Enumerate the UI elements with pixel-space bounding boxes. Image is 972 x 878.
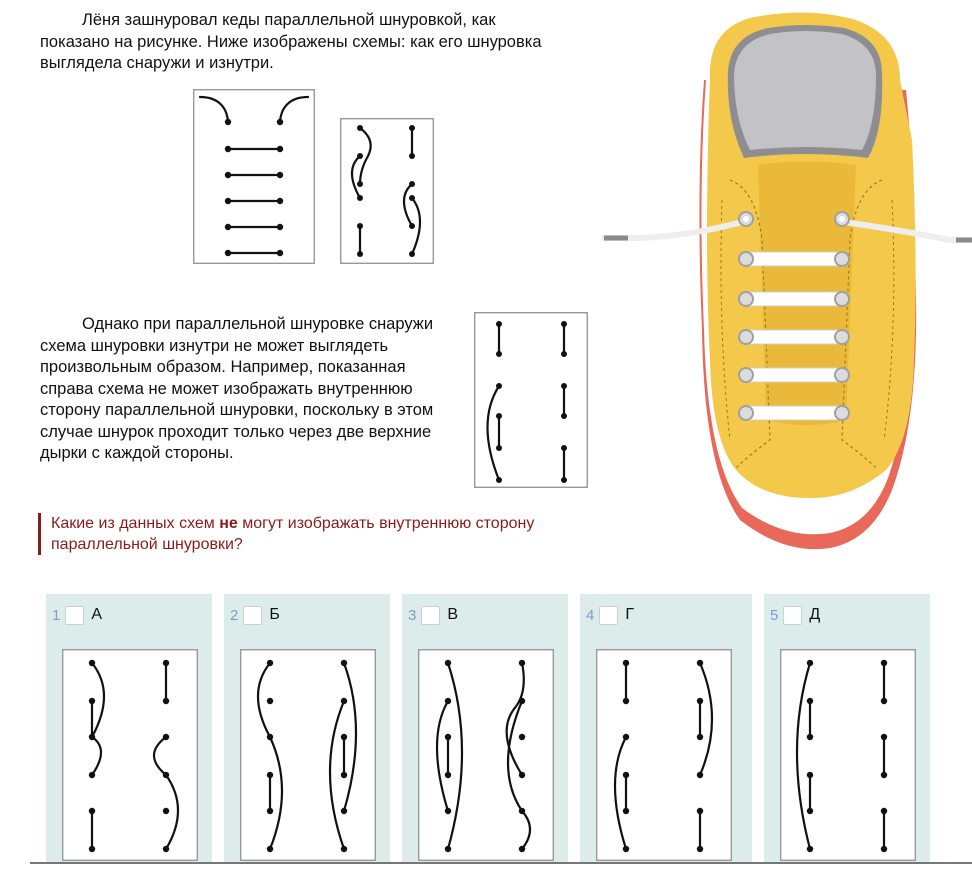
inside-lacing-diagram (339, 117, 434, 265)
option-card-1[interactable]: 1 А (46, 594, 212, 864)
option-number: 4 (586, 606, 595, 624)
option-letter: Д (809, 606, 821, 623)
sneaker-illustration (601, 12, 972, 550)
option-checkbox[interactable] (783, 605, 803, 625)
intro-line-2: показано на рисунке. Ниже изображены схе… (40, 32, 542, 51)
option-diagram-1 (61, 648, 199, 862)
option-number: 3 (408, 606, 417, 624)
outside-lacing-diagram (192, 88, 315, 265)
option-diagram-5 (779, 648, 917, 862)
option-number: 2 (230, 606, 239, 624)
explanation-line-1: Однако при параллельной шнуровке снаружи (82, 315, 434, 333)
option-checkbox[interactable] (65, 605, 85, 625)
intro-line-3: выглядела снаружи и изнутри. (40, 54, 274, 72)
explanation-line-7: дырки с каждой стороны. (40, 444, 234, 462)
option-number: 5 (770, 606, 779, 624)
option-letter: Б (269, 606, 280, 623)
explanation-line-3: произвольным образом. Например, показанн… (40, 358, 406, 376)
option-card-5[interactable]: 5 Д (764, 594, 930, 864)
explanation-paragraph: Однако при параллельной шнуровке снаружи… (40, 314, 454, 465)
explanation-line-6: случае шнурок проходит только через две … (40, 422, 432, 441)
option-letter: В (447, 606, 459, 623)
option-checkbox[interactable] (599, 605, 619, 625)
explanation-line-2: схема шнуровки изнутри не может выглядет… (40, 336, 389, 355)
option-diagram-3 (417, 648, 555, 862)
option-letter: Г (625, 606, 635, 623)
intro-line-1: Лёня зашнуровал кеды параллельной шнуров… (82, 11, 496, 29)
question-emphasis: не (219, 515, 238, 532)
explanation-line-5: сторону параллельной шнуровки, поскольку… (40, 401, 434, 419)
option-card-4[interactable]: 4 Г (580, 594, 752, 864)
explanation-line-4: справа схема не может изображать внутрен… (40, 379, 413, 398)
question-text: Какие из данных схем не могут изображать… (38, 513, 611, 555)
option-number: 1 (52, 606, 61, 624)
counterexample-diagram (473, 311, 588, 489)
intro-paragraph: Лёня зашнуровал кеды параллельной шнуров… (40, 10, 588, 75)
option-checkbox[interactable] (421, 605, 441, 625)
option-letter: А (91, 606, 103, 623)
option-diagram-2 (239, 648, 377, 862)
option-diagram-4 (595, 648, 733, 862)
option-card-3[interactable]: 3 В (402, 594, 568, 864)
option-checkbox[interactable] (243, 605, 263, 625)
option-card-2[interactable]: 2 Б (224, 594, 390, 864)
bottom-divider (30, 862, 972, 864)
